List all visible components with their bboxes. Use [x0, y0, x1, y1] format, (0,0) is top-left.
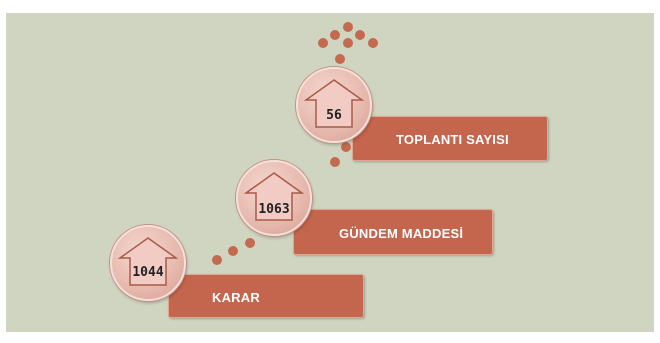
step-node-gundem-maddesi: 1063 [236, 160, 312, 236]
connector-dot [212, 255, 222, 265]
up-arrow-house-icon [243, 172, 305, 221]
connector-dot [335, 54, 345, 64]
step-label: GÜNDEM MADDESİ [339, 225, 464, 241]
sparkle-dot [318, 38, 328, 48]
connector-dot [341, 142, 351, 152]
step-value: 1044 [132, 265, 164, 280]
sparkle-dot [343, 22, 353, 32]
connector-dot [228, 246, 238, 256]
up-arrow-house-icon [303, 79, 365, 128]
up-arrow-house-icon [117, 237, 179, 286]
connector-dot [245, 238, 255, 248]
step-node-toplanti-sayisi: 56 [296, 67, 372, 143]
step-node-karar: 1044 [110, 225, 186, 301]
sparkle-dot [330, 30, 340, 40]
step-label: TOPLANTI SAYISI [396, 132, 509, 147]
step-value: 56 [326, 108, 342, 123]
step-value: 1063 [258, 202, 290, 217]
connector-dot [330, 157, 340, 167]
step-label: KARAR [212, 289, 260, 305]
sparkle-dot [343, 38, 353, 48]
step-banner-karar: KARAR [168, 274, 364, 318]
sparkle-dot [355, 30, 365, 40]
step-banner-gundem-maddesi: GÜNDEM MADDESİ [293, 209, 493, 255]
sparkle-dot [368, 38, 378, 48]
step-banner-toplanti-sayisi: TOPLANTI SAYISI [352, 116, 548, 161]
